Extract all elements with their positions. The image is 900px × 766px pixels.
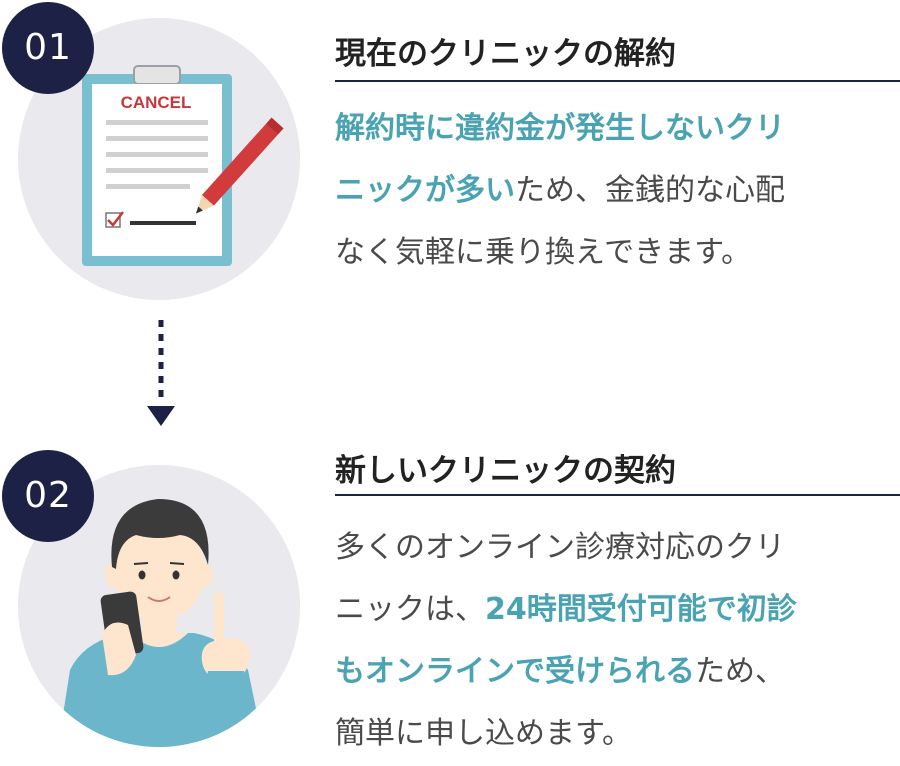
- step-1-line-1: 解約時に違約金が発生しないクリ: [335, 98, 895, 160]
- highlight-text: 解約時に違約金が発生しないクリ: [335, 111, 785, 146]
- body-text: 多くのオンライン診療対応のクリ: [335, 530, 785, 565]
- clipboard-label: CANCEL: [121, 93, 192, 112]
- body-text: 簡単に申し込めます。: [335, 716, 632, 751]
- step-2-title: 新しいクリニックの契約: [335, 453, 676, 489]
- step-2-line-3: もオンラインで受けられるため、: [335, 641, 895, 703]
- step-2-line-1: 多くのオンライン診療対応のクリ: [335, 517, 895, 579]
- man-with-smartphone-icon: [58, 499, 264, 747]
- highlight-text: もオンラインで受けられる: [335, 654, 695, 689]
- cancel-clipboard-icon: CANCEL: [82, 65, 284, 266]
- step-1-illustration-circle: CANCEL: [18, 18, 300, 300]
- step-1-description: 解約時に違約金が発生しないクリ ニックが多いため、金銭的な心配 なく気軽に乗り換…: [335, 98, 895, 284]
- step-1-title-underline: [335, 80, 900, 82]
- step-2-line-4: 簡単に申し込めます。: [335, 703, 895, 765]
- body-text: ため、: [695, 654, 785, 689]
- step-1-title: 現在のクリニックの解約: [335, 36, 676, 72]
- step-1: CANCEL 01 現在のクリニックの解約 解約時に違約金が発生しないクリ ニッ…: [0, 0, 900, 310]
- step-1-line-2: ニックが多いため、金銭的な心配: [335, 160, 895, 222]
- step-2-title-underline: [335, 494, 900, 496]
- step-number-badge: 01: [2, 2, 94, 94]
- body-text: ニックは、: [335, 592, 485, 627]
- body-text: ため、金銭的な心配: [515, 173, 785, 208]
- step-2: 02 新しいクリニックの契約 多くのオンライン診療対応のクリ ニックは、24時間…: [0, 420, 900, 766]
- step-2-line-2: ニックは、24時間受付可能で初診: [335, 579, 895, 641]
- body-text: なく気軽に乗り換えできます。: [335, 235, 752, 270]
- step-number-badge: 02: [2, 450, 94, 542]
- highlight-text: 24時間受付可能で初診: [485, 592, 797, 627]
- highlight-text: ニックが多い: [335, 173, 515, 208]
- dotted-arrow-down-icon: [146, 318, 176, 428]
- step-1-line-3: なく気軽に乗り換えできます。: [335, 222, 895, 284]
- step-2-description: 多くのオンライン診療対応のクリ ニックは、24時間受付可能で初診 もオンラインで…: [335, 517, 895, 765]
